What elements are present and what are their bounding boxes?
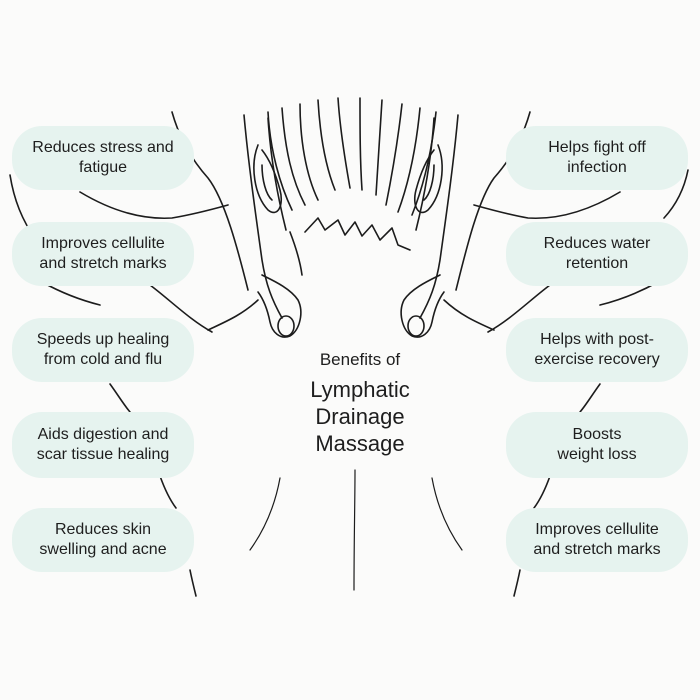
benefit-right-4: Boosts weight loss bbox=[506, 412, 688, 478]
center-title: Benefits of Lymphatic Drainage Massage bbox=[255, 348, 465, 457]
benefit-right-3: Helps with post- exercise recovery bbox=[506, 318, 688, 382]
benefit-right-1: Helps fight off infection bbox=[506, 126, 688, 190]
title-line-benefits-of: Benefits of bbox=[319, 350, 401, 369]
benefit-right-5: Improves cellulite and stretch marks bbox=[506, 508, 688, 572]
head-hair-illustration bbox=[267, 97, 437, 276]
back-spine-illustration bbox=[249, 469, 463, 591]
benefit-left-1: Reduces stress and fatigue bbox=[12, 126, 194, 190]
benefit-left-5: Reduces skin swelling and acne bbox=[12, 508, 194, 572]
benefit-right-2: Reduces water retention bbox=[506, 222, 688, 286]
title-main: Lymphatic Drainage Massage bbox=[310, 377, 410, 456]
benefit-left-3: Speeds up healing from cold and flu bbox=[12, 318, 194, 382]
benefit-left-4: Aids digestion and scar tissue healing bbox=[12, 412, 194, 478]
benefit-left-2: Improves cellulite and stretch marks bbox=[12, 222, 194, 286]
